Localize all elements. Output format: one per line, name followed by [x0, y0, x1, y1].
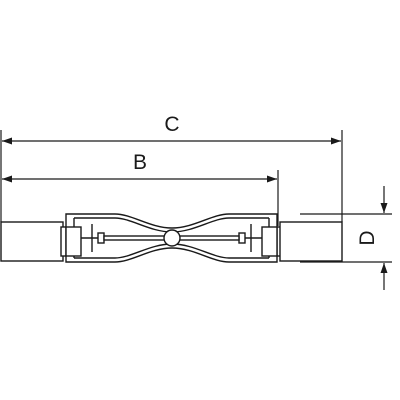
- left-foil-tab: [97, 232, 105, 244]
- right-foil-tab: [238, 232, 246, 244]
- dimension-b: B: [2, 151, 277, 183]
- right-inner-contact-block: [261, 226, 278, 257]
- dimension-d: D: [356, 186, 388, 290]
- right-end-cap: [279, 221, 343, 262]
- left-inner-contact-block: [65, 226, 82, 257]
- left-end-cap: [0, 221, 64, 262]
- dimension-c: C: [2, 113, 341, 145]
- extension-lines: [0, 130, 392, 263]
- dimension-b-label: B: [133, 151, 147, 174]
- dimension-c-label: C: [164, 113, 179, 136]
- dimension-d-label: D: [356, 230, 379, 245]
- filament-center: [163, 229, 181, 247]
- lamp: [0, 213, 343, 263]
